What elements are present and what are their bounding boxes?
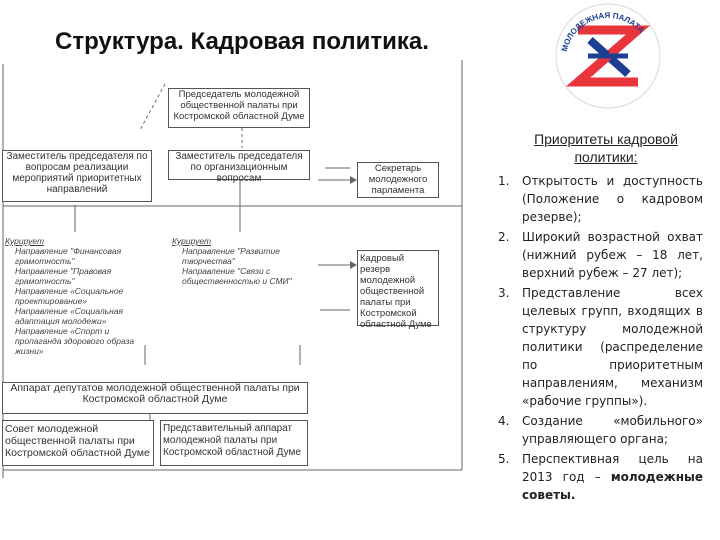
- priorities-title-text: Приоритеты кадровой политики:: [534, 131, 678, 165]
- direction-item: Направление "Развитие творчества": [182, 246, 280, 266]
- direction-item: Направление «Спорт и пропаганда здоровог…: [15, 326, 135, 356]
- personnel-reserve-box: Кадровый резерв молодежной общественной …: [357, 250, 439, 330]
- priority-number: 3.: [498, 286, 510, 300]
- priority-text: Широкий возрастной охват (нижний рубеж –…: [522, 230, 703, 280]
- direction-item: Направление «Социальная адаптация молоде…: [15, 306, 124, 326]
- direction-item: Направление "Связи с общественностью и С…: [182, 266, 292, 286]
- priority-text: Создание «мобильного» управляющего орган…: [522, 414, 703, 446]
- secretary-box: Секретарь молодежного парламента: [357, 162, 439, 198]
- representative-box: Представительный аппарат молодежной пала…: [160, 420, 308, 466]
- youth-chamber-logo-icon: МОЛОДЕЖНАЯ ПАЛАТА: [555, 3, 661, 109]
- deputy-programs-box: Заместитель председателя по вопросам реа…: [2, 150, 152, 202]
- priority-goal: молодежные советы.: [522, 470, 703, 502]
- priority-number: 5.: [498, 452, 510, 466]
- curator-center-heading: Курирует: [172, 236, 212, 246]
- priority-item: 3. Представление всех целевых групп, вход…: [488, 284, 703, 410]
- deputy-organizational-box: Заместитель председателя по организацион…: [168, 150, 310, 184]
- council-box: Совет молодежной общественной палаты при…: [2, 420, 154, 466]
- priority-item: 2. Широкий возрастной охват (нижний рубеж…: [488, 228, 703, 282]
- direction-item: Направление "Финансовая грамотность": [15, 246, 122, 266]
- priority-number: 1.: [498, 174, 510, 188]
- page-title: Структура. Кадровая политика.: [55, 28, 429, 55]
- priorities-list: 1. Открытость и доступность (Положение о …: [488, 172, 703, 506]
- priority-text: Открытость и доступность (Положение о ка…: [522, 174, 703, 224]
- priority-item: 4. Создание «мобильного» управляющего орг…: [488, 412, 703, 448]
- priority-number: 4.: [498, 414, 510, 428]
- priority-text: Представление всех целевых групп, входящ…: [522, 286, 703, 408]
- apparatus-box: Аппарат депутатов молодежной общественно…: [2, 382, 308, 414]
- priority-item: 5. Перспективная цель на 2013 год – молод…: [488, 450, 703, 504]
- direction-item: Направление "Правовая грамотность": [15, 266, 112, 286]
- direction-item: Направление «Социальное проектирование»: [15, 286, 124, 306]
- priorities-title: Приоритеты кадровой политики:: [506, 130, 706, 166]
- priority-item: 1. Открытость и доступность (Положение о …: [488, 172, 703, 226]
- curator-left-list: Курирует Направление "Финансовая грамотн…: [5, 236, 135, 356]
- chairman-box: Председатель молодежной общественной пал…: [168, 88, 310, 128]
- curator-center-list: Курирует Направление "Развитие творчеств…: [172, 236, 312, 296]
- priority-number: 2.: [498, 230, 510, 244]
- curator-left-heading: Курирует: [5, 236, 45, 246]
- priority-text: Перспективная цель на 2013 год –: [522, 452, 703, 484]
